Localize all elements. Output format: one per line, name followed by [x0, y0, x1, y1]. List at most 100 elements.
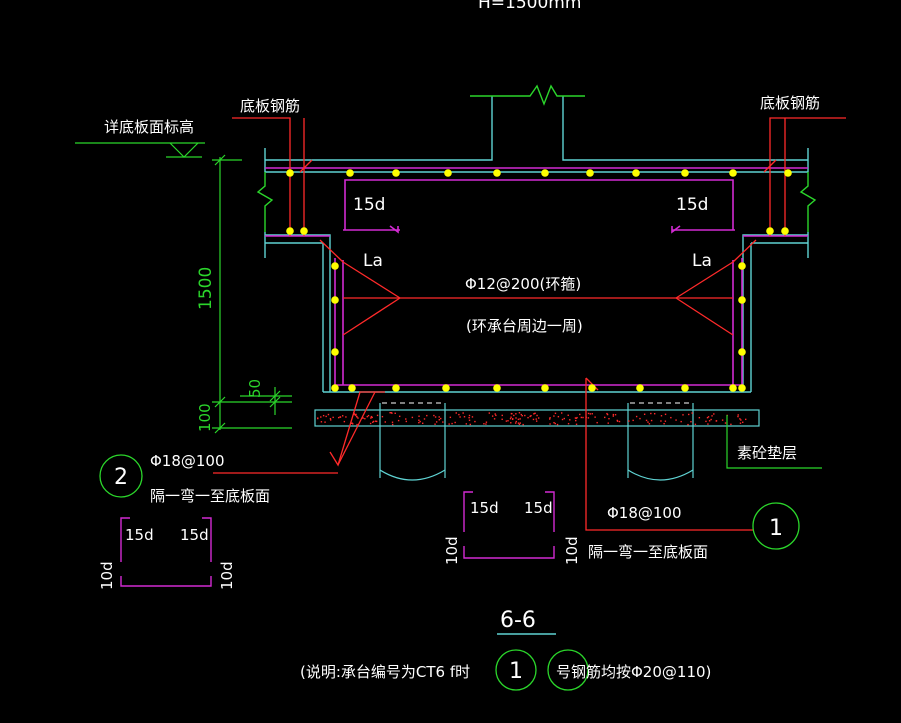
cushion-speckle	[706, 416, 709, 419]
cushion-speckle	[433, 414, 435, 417]
cushion-speckle	[549, 423, 551, 425]
cushion-speckle	[518, 412, 521, 414]
rebar-dot	[781, 227, 789, 235]
cushion-speckle	[518, 423, 521, 426]
cushion-speckle	[507, 420, 509, 422]
cushion-speckle	[632, 419, 634, 422]
cushion-speckle	[366, 415, 368, 418]
cushion-speckle	[721, 419, 724, 421]
cushion-speckle	[356, 416, 358, 418]
cushion-speckle	[635, 415, 638, 418]
cushion-speckle	[650, 419, 653, 422]
cushion-speckle	[575, 419, 577, 422]
cushion-speckle	[485, 421, 488, 423]
cushion-speckle	[687, 423, 689, 426]
cushion-speckle	[580, 416, 583, 419]
cushion-speckle	[317, 417, 319, 419]
cushion-speckle	[554, 412, 557, 415]
detail-left: 15d 15d 10d 10d	[98, 517, 236, 590]
cushion-speckle	[394, 412, 396, 415]
cushion-speckle	[589, 413, 592, 415]
cushion-speckle	[616, 419, 619, 422]
cushion-speckle	[423, 418, 426, 420]
cushion-speckle	[391, 421, 394, 423]
cushion-speckle	[463, 416, 466, 418]
stirrup-spec: Φ12@200(环箍)	[465, 275, 581, 293]
label-left-rebar: 底板钢筋	[240, 97, 300, 115]
cushion-speckle	[405, 418, 407, 420]
cushion-speckle	[520, 413, 523, 416]
cushion-speckle	[650, 412, 652, 415]
cushion-speckle	[329, 419, 332, 421]
cushion-speckle	[468, 414, 471, 417]
rebar-dot	[392, 169, 400, 177]
cushion-speckle	[339, 416, 341, 418]
cushion-speckle	[694, 423, 697, 426]
cushion-speckle	[616, 420, 619, 422]
cushion-speckle	[698, 416, 701, 419]
cushion-speckle	[418, 415, 420, 417]
cushion-speckle	[537, 417, 540, 419]
rebar-dot	[738, 296, 746, 304]
cushion-speckle	[648, 423, 651, 425]
cushion-speckle	[567, 422, 570, 425]
label-15d-left: 15d	[353, 195, 385, 215]
rebar-dot	[442, 384, 450, 392]
cushion-speckle	[515, 417, 517, 419]
cushion-speckle	[533, 413, 535, 415]
cushion-speckle	[575, 423, 578, 425]
cushion-speckle	[556, 423, 559, 426]
label-right-rebar: 底板钢筋	[760, 94, 820, 112]
cushion-speckle	[343, 420, 346, 423]
cushion-speckle	[740, 419, 742, 421]
cushion-speckle	[745, 418, 747, 421]
cushion-speckle	[435, 421, 438, 423]
section-title: 6-6	[500, 608, 536, 633]
cushion-speckle	[370, 415, 373, 418]
detail-right-a: 15d	[470, 499, 499, 517]
cushion-layer	[314, 409, 760, 427]
cushion-speckle	[511, 413, 513, 415]
cushion-speckle	[465, 423, 468, 425]
cushion-speckle	[576, 416, 578, 419]
cushion-speckle	[574, 417, 577, 419]
cushion-speckle	[362, 417, 364, 419]
label-la-right: La	[692, 251, 712, 271]
cushion-speckle	[534, 412, 536, 415]
cushion-speckle	[434, 416, 437, 418]
cushion-speckle	[724, 422, 727, 424]
cushion-speckle	[345, 416, 347, 418]
cushion-speckle	[664, 413, 667, 416]
cushion-speckle	[606, 412, 608, 415]
rebar-dot	[286, 227, 294, 235]
cushion-speckle	[519, 422, 521, 424]
top-text: H=1500mm	[478, 0, 581, 13]
cap-outline	[264, 96, 809, 393]
rebar-dot	[286, 169, 294, 177]
cushion-speckle	[612, 413, 615, 416]
cushion-speckle	[501, 418, 503, 421]
cushion-speckle	[608, 417, 610, 420]
cushion-speckle	[442, 421, 444, 423]
cushion-speckle	[458, 413, 460, 416]
cushion-speckle	[536, 414, 538, 417]
cushion-speckle	[357, 417, 359, 419]
cushion-speckle	[320, 421, 323, 423]
cushion-speckle	[471, 416, 474, 418]
cushion-speckle	[713, 413, 715, 415]
cushion-speckle	[355, 413, 357, 416]
callout-1-num: 1	[769, 516, 783, 541]
cushion-speckle	[451, 422, 453, 425]
label-elevation: 详底板面标高	[104, 118, 194, 136]
cushion-speckle	[579, 413, 581, 416]
cushion-speckle	[596, 421, 598, 424]
detail-left-side-l: 10d	[98, 561, 116, 590]
rebar-dot	[766, 227, 774, 235]
cushion-speckle	[670, 416, 672, 419]
cushion-speckle	[587, 412, 590, 415]
cushion-speckle	[660, 415, 663, 417]
cushion-speckle	[711, 415, 713, 417]
cushion-speckle	[469, 423, 472, 426]
detail-left-b: 15d	[180, 526, 209, 544]
cushion-speckle	[501, 414, 503, 417]
